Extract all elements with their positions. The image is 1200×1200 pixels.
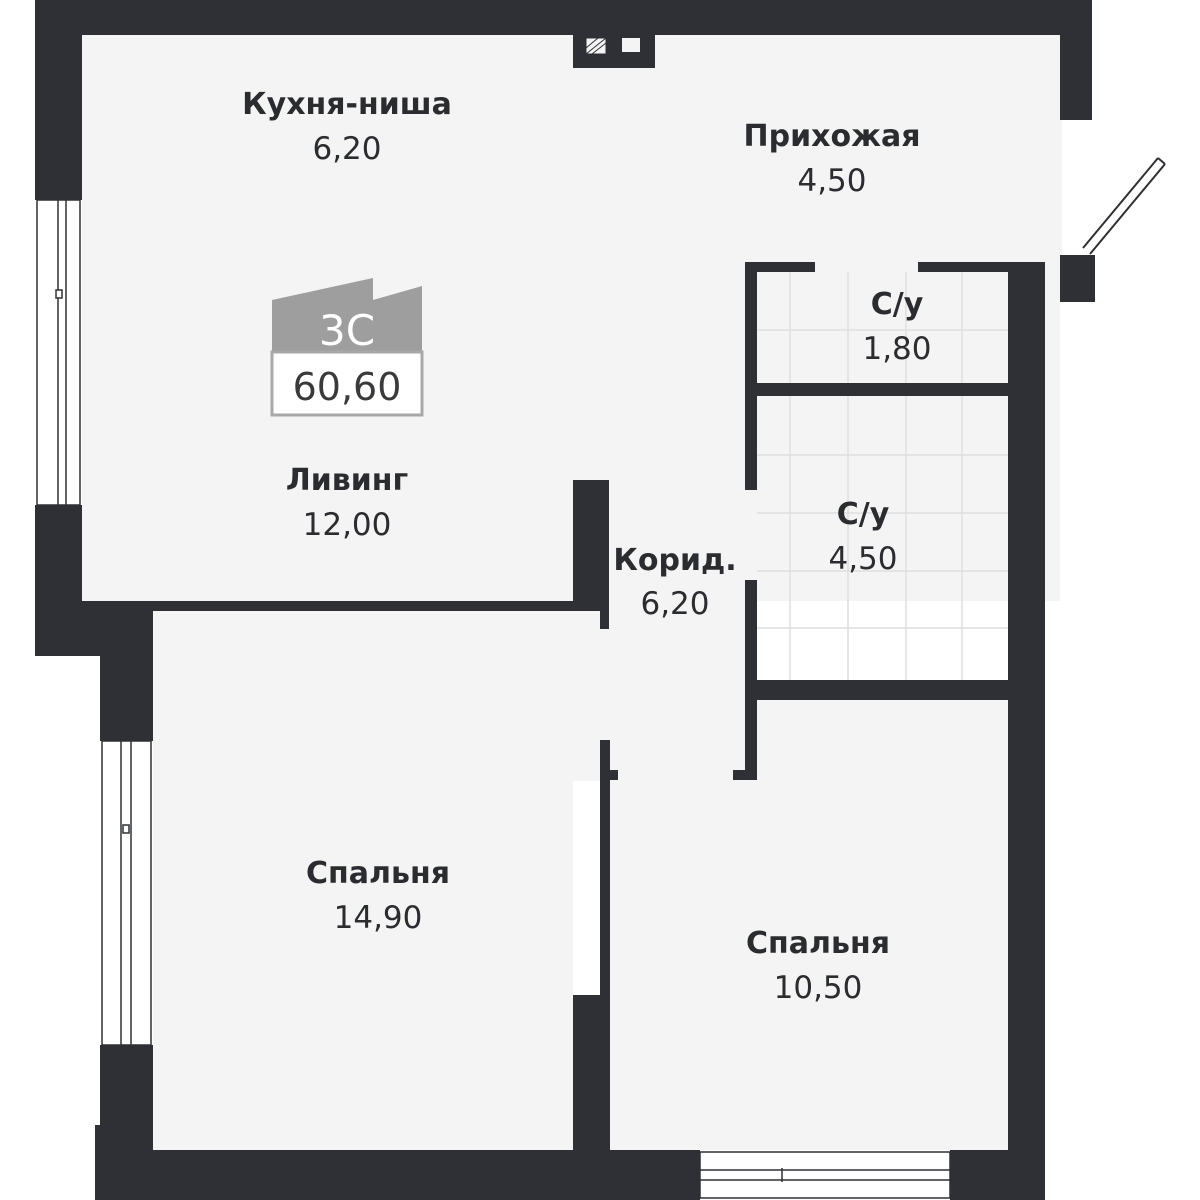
wall-right-outer [1008, 290, 1045, 1200]
room-labels: Кухня-ниша 6,20 Прихожая 4,50 С/у 1,80 Л… [242, 87, 931, 1006]
room-wc-small-label: С/у [871, 287, 924, 322]
wall-top-right-block [1060, 0, 1092, 120]
wall-left-lower-a [100, 601, 153, 741]
wall-bed-divider [600, 740, 610, 1200]
wall-living-bottom [82, 601, 609, 611]
floor-bedroom-2 [610, 700, 1008, 1150]
wall-bottom-right [950, 1150, 1045, 1200]
windows [36, 199, 951, 1199]
bathroom-tiles [757, 272, 1008, 680]
window-left-lower [101, 740, 152, 1046]
wall-bath-bottom [745, 680, 1018, 700]
wall-top-left [35, 0, 1092, 35]
wall-corr-left-upper [600, 601, 609, 629]
room-living-area: 12,00 [303, 507, 392, 543]
wall-wc-top-right [918, 262, 1018, 272]
wall-bottom-corner [95, 1125, 105, 1200]
room-wc-small-area: 1,80 [862, 331, 931, 367]
room-hall-label: Прихожая [744, 119, 921, 154]
window-bottom [699, 1151, 951, 1199]
walls [35, 0, 1095, 1200]
room-corridor-label: Корид. [613, 543, 736, 578]
badge-type-shape [272, 278, 422, 352]
room-living-label: Ливинг [286, 463, 408, 498]
wall-right-block [1060, 255, 1095, 302]
floor-main-upper [82, 35, 1060, 601]
wall-wc-top-left [745, 262, 815, 272]
wall-living-stub [573, 480, 609, 611]
wall-wc-divider [745, 383, 1018, 396]
room-wc-large-label: С/у [837, 497, 890, 532]
room-bedroom-2-area: 10,50 [774, 970, 863, 1006]
badge-type-label: 3С [319, 306, 375, 355]
floor-bedroom-1 [153, 611, 573, 1151]
wall-left-upper [35, 0, 82, 200]
apartment-badge: 3С 60,60 [270, 278, 424, 417]
wall-bath-left [745, 262, 757, 490]
wall-bath-stub [733, 770, 757, 780]
room-corridor-area: 6,20 [640, 586, 709, 622]
floors [82, 35, 1060, 1151]
vent-shaft [573, 35, 655, 68]
badge-area-box [270, 350, 424, 417]
entry-door[interactable] [1060, 120, 1166, 255]
room-kitchen-label: Кухня-ниша [242, 87, 452, 122]
badge-total-area: 60,60 [293, 365, 402, 409]
room-bedroom-1-area: 14,90 [334, 900, 423, 936]
vent-openings [585, 37, 640, 55]
wall-corr-stub [600, 770, 618, 780]
wall-bottom-left [100, 1150, 700, 1200]
room-hall-area: 4,50 [797, 163, 866, 199]
room-wc-large-area: 4,50 [828, 541, 897, 577]
room-kitchen-area: 6,20 [312, 131, 381, 167]
room-bedroom-2-label: Спальня [746, 926, 890, 961]
vent-open [622, 38, 640, 52]
room-bedroom-1-label: Спальня [306, 856, 450, 891]
